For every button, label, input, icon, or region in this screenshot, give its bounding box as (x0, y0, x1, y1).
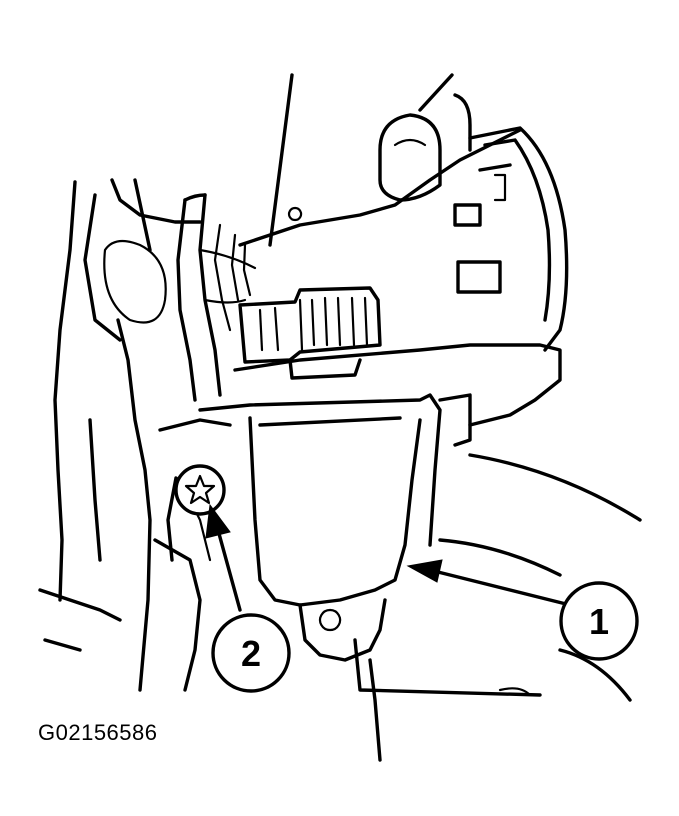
control-module (198, 343, 562, 762)
electrical-connector (238, 286, 382, 380)
upper-housing (238, 93, 522, 247)
wire-harness (176, 193, 257, 402)
callout-1-label: 1 (589, 601, 609, 642)
floor-lines (438, 453, 642, 702)
callout-2-label: 2 (241, 633, 261, 674)
mounting-screw (158, 418, 232, 562)
callout-1: 1 (406, 559, 639, 661)
background-structure (38, 73, 454, 692)
mounting-bracket (453, 126, 569, 352)
callout-2: 2 (205, 503, 291, 693)
figure-id: G02156586 (38, 720, 158, 745)
